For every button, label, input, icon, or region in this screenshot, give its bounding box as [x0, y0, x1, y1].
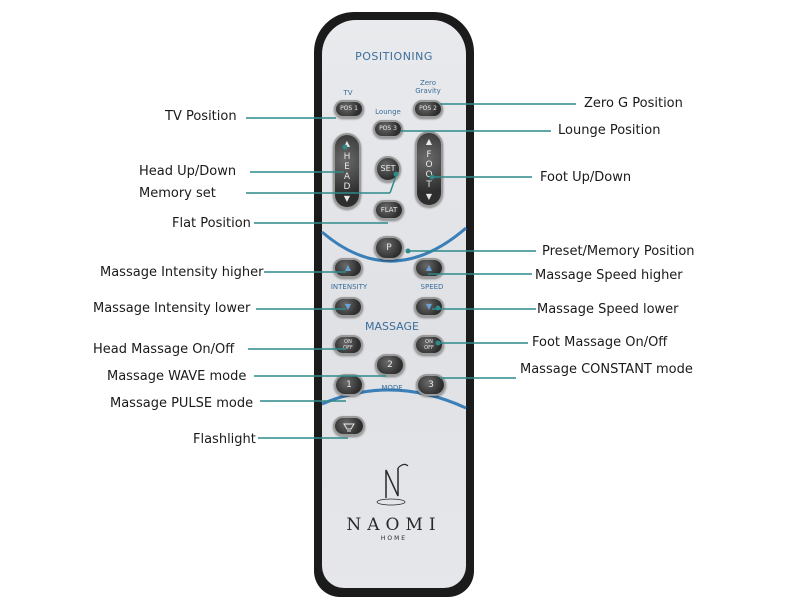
wave-mode-button[interactable]: 2 — [375, 354, 405, 376]
foot-massage-label: ON OFF — [424, 339, 434, 351]
pos2-label: POS 2 — [419, 105, 437, 112]
callout-head-massage-on-off: Head Massage On/Off — [93, 342, 235, 357]
intensity-down-button[interactable]: ▼ — [333, 297, 363, 317]
callout-massage-pulse-mode: Massage PULSE mode — [110, 396, 254, 411]
callout-flat-position: Flat Position — [172, 216, 251, 231]
intensity-down-icon: ▼ — [344, 302, 352, 311]
callout-foot-up-down: Foot Up/Down — [540, 170, 632, 185]
tv-label: TV — [343, 89, 353, 97]
head-down-icon: ▼ — [343, 194, 351, 203]
speed-up-button[interactable]: ▲ — [414, 258, 444, 278]
lounge-label: Lounge — [375, 108, 401, 116]
callout-head-up-down: Head Up/Down — [139, 164, 237, 179]
head-massage-label: ON OFF — [343, 339, 353, 351]
pos1-label: POS 1 — [340, 105, 358, 112]
positioning-header: POSITIONING — [355, 50, 433, 63]
flat-label: FLAT — [380, 206, 398, 214]
brand-sub: HOME — [380, 535, 408, 542]
foot-button-label: FOOT — [425, 150, 433, 190]
callout-massage-speed-lower: Massage Speed lower — [537, 302, 679, 317]
speed-up-icon: ▲ — [425, 263, 433, 272]
pos1-button[interactable]: POS 1 — [334, 100, 364, 118]
flashlight-icon — [343, 423, 355, 432]
speed-down-icon: ▼ — [425, 302, 433, 311]
set-label: SET — [380, 164, 396, 173]
flashlight-button[interactable] — [333, 416, 365, 436]
flat-button[interactable]: FLAT — [374, 200, 404, 220]
constant-mode-label: 3 — [428, 380, 434, 390]
callout-flashlight: Flashlight — [193, 432, 256, 447]
pulse-mode-button[interactable]: 1 — [334, 374, 364, 396]
callout-lounge-position: Lounge Position — [558, 123, 661, 138]
pulse-mode-label: 1 — [346, 380, 352, 390]
head-up-icon: ▲ — [343, 139, 351, 148]
preset-label: P — [386, 243, 392, 253]
callout-massage-intensity-lower: Massage Intensity lower — [93, 301, 251, 316]
foot-down-icon: ▼ — [425, 192, 433, 201]
constant-mode-button[interactable]: 3 — [416, 374, 446, 396]
callout-tv-position: TV Position — [165, 109, 237, 124]
callout-preset-memory-position: Preset/Memory Position — [542, 244, 695, 259]
brand-name: NAOMI — [346, 515, 442, 535]
foot-up-icon: ▲ — [425, 137, 433, 146]
intensity-up-button[interactable]: ▲ — [333, 258, 363, 278]
callout-massage-wave-mode: Massage WAVE mode — [107, 369, 247, 384]
foot-up-down-button[interactable]: ▲ FOOT ▼ — [415, 131, 443, 207]
wave-mode-label: 2 — [387, 360, 393, 370]
zero-gravity-label: Zero Gravity — [415, 79, 441, 95]
set-button[interactable]: SET — [375, 156, 401, 182]
preset-memory-button[interactable]: P — [374, 236, 404, 260]
intensity-up-icon: ▲ — [344, 263, 352, 272]
callout-zero-g-position: Zero G Position — [584, 96, 683, 111]
intensity-label: INTENSITY — [330, 283, 368, 291]
head-button-label: HEAD — [343, 152, 351, 192]
callout-memory-set: Memory set — [139, 186, 216, 201]
head-massage-button[interactable]: ON OFF — [333, 335, 363, 355]
foot-massage-button[interactable]: ON OFF — [414, 335, 444, 355]
pos3-label: POS 3 — [379, 125, 397, 132]
callout-massage-intensity-higher: Massage Intensity higher — [100, 265, 264, 280]
mode-label: MODE — [381, 384, 403, 392]
callout-massage-constant-mode: Massage CONSTANT mode — [520, 362, 693, 377]
massage-label: MASSAGE — [365, 320, 419, 333]
callout-massage-speed-higher: Massage Speed higher — [535, 268, 683, 283]
speed-label: SPEED — [420, 283, 444, 291]
pos2-button[interactable]: POS 2 — [413, 100, 443, 118]
pos3-button[interactable]: POS 3 — [373, 120, 403, 138]
callout-foot-massage-on-off: Foot Massage On/Off — [532, 335, 668, 350]
speed-down-button[interactable]: ▼ — [414, 297, 444, 317]
